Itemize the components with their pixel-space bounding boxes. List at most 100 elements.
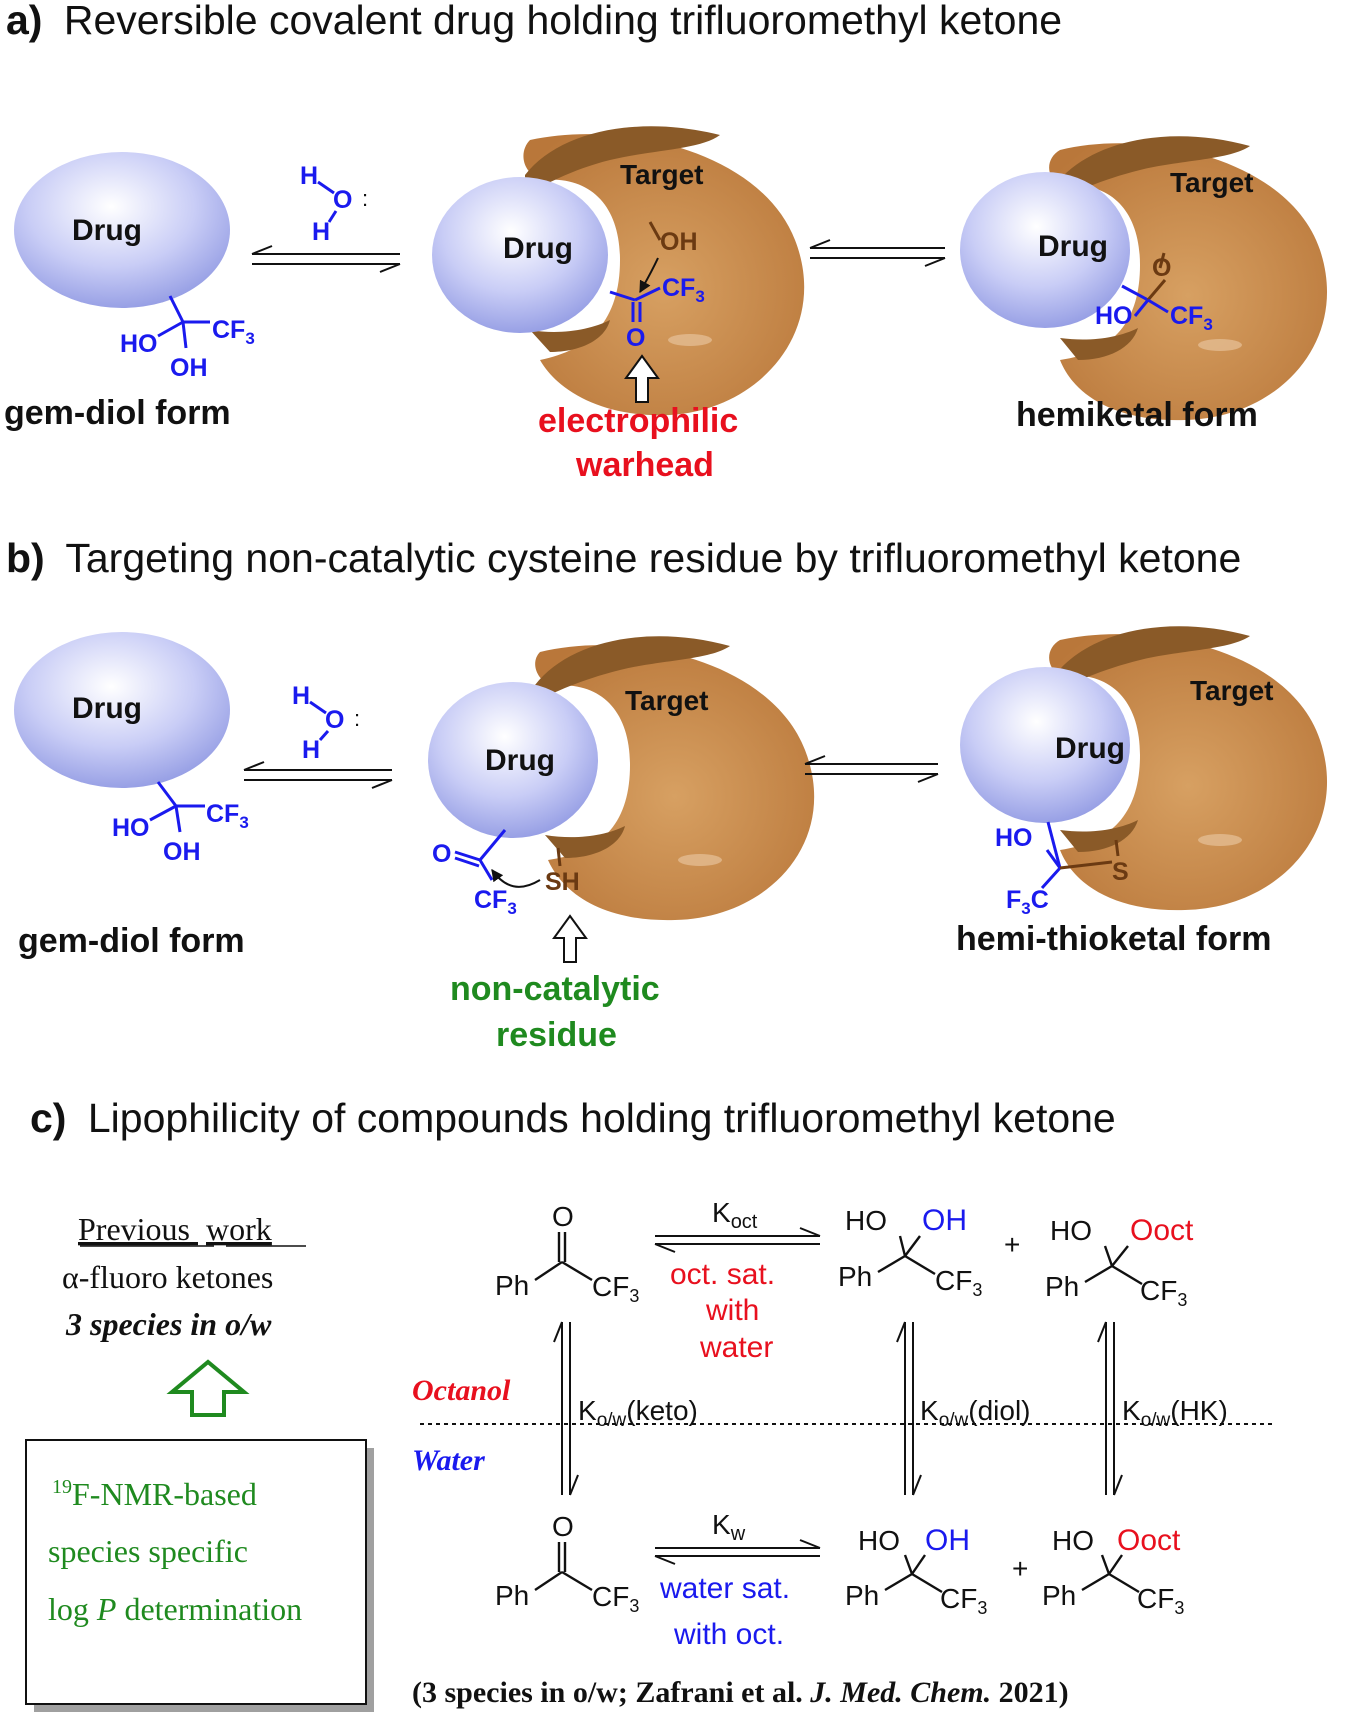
target-complex-a3 [1049,136,1328,421]
drug-ellipse [14,152,230,308]
panel-b-letter: b) [6,535,45,581]
drug-label-a2: Drug [503,232,573,265]
target-complex-a [523,126,805,416]
ketone-cysteine-structure: O CF3 SH [432,829,580,918]
plus-water: + [1012,1553,1028,1584]
svg-text:HO: HO [1050,1215,1092,1246]
previous-work-label: Previous work [78,1211,272,1247]
svg-text:Ph: Ph [838,1261,872,1292]
k-w-arrows [654,1539,821,1565]
svg-text:Ph: Ph [495,1580,529,1611]
svg-text:O: O [325,706,344,734]
svg-text:OH: OH [660,228,698,256]
k-w-label: Kw [712,1509,746,1545]
svg-text:O: O [1152,254,1171,282]
hemiketal-structure: O HO CF3 [1095,252,1213,334]
oct-sat-1: oct. sat. [670,1258,775,1291]
target-complex-b3 [1049,626,1328,911]
svg-text::: : [362,186,368,211]
svg-text:OH: OH [163,838,201,866]
hollow-arrow-b [552,914,588,963]
drug-label-a3: Drug [1038,230,1108,263]
svg-text:HO: HO [845,1205,887,1236]
svg-text:CF3: CF3 [474,886,517,918]
svg-text:CF3: CF3 [206,800,249,832]
panel-b-title-text: Targeting non-catalytic cysteine residue… [65,535,1241,581]
drug-ellipse-a3 [960,172,1130,328]
k-ow-diol-arrows [896,1321,922,1496]
svg-text:CF3: CF3 [592,1271,639,1306]
keto-octanol: Ph O CF3 [495,1201,639,1306]
svg-text:CF3: CF3 [940,1583,987,1618]
svg-text:OH: OH [925,1524,970,1557]
svg-text:Ooct: Ooct [1130,1214,1194,1247]
svg-text:CF3: CF3 [935,1265,982,1300]
equilibrium-arrow-a2 [809,239,946,267]
method-line-3: log P determination [48,1591,302,1627]
method-line-2: species specific [48,1533,248,1569]
method-box [25,1439,367,1705]
water-molecule-a: H O H : [300,162,368,246]
residue-label-1: non-catalytic [450,970,660,1008]
drug-label-b2: Drug [485,744,555,777]
warhead-label-2: warhead [575,446,714,484]
panel-c-title: c) Lipophilicity of compounds holding tr… [30,1095,1116,1141]
equilibrium-arrow-a1 [251,245,401,273]
diol-octanol: HO OH Ph CF3 [838,1204,982,1300]
k-ow-hk-arrows [1097,1321,1123,1496]
panel-a-letter: a) [6,0,42,43]
gem-diol-structure-b: CF3 HO OH [112,781,249,866]
k-ow-keto-label: Ko/w(keto) [578,1395,698,1431]
residue-label-2: residue [496,1016,617,1054]
hollow-arrow-a [624,354,660,403]
svg-text:CF3: CF3 [592,1581,639,1616]
svg-text:H: H [292,682,310,710]
svg-text:H: H [300,162,318,190]
drug-ellipse-b2 [428,682,598,838]
svg-text:HO: HO [1052,1525,1094,1556]
hk-octanol: HO Ooct Ph CF3 [1045,1214,1194,1310]
drug-ellipse-b1 [14,632,230,788]
water-sat-1: water sat. [659,1572,790,1605]
svg-text:SH: SH [545,868,580,896]
svg-text:F3C: F3C [1006,886,1049,918]
svg-text:CF3: CF3 [1137,1583,1184,1618]
drug-label-b3: Drug [1055,732,1125,765]
svg-text:O: O [552,1511,574,1542]
reference-line: (3 species in o/w; Zafrani et al. J. Med… [412,1676,1069,1709]
svg-text:HO: HO [995,824,1033,852]
svg-text:Ph: Ph [1042,1580,1076,1611]
target-label-a2: Target [620,159,704,190]
k-oct-arrows [654,1227,821,1253]
keto-water: Ph O CF3 [495,1511,639,1616]
up-arrow-green [166,1359,250,1417]
svg-text:CF3: CF3 [662,274,705,306]
svg-text:HO: HO [120,330,158,358]
svg-text:H: H [302,736,320,764]
svg-text::: : [354,706,360,731]
hk-water: HO Ooct Ph CF3 [1042,1524,1184,1618]
drug-ellipse-a2 [432,177,608,333]
svg-text:O: O [432,840,451,868]
svg-text:HO: HO [1095,302,1133,330]
svg-text:O: O [333,186,352,214]
drug-ellipse-b3 [960,667,1130,823]
gem-diol-label-a: gem-diol form [4,394,231,432]
k-oct-label: Koct [712,1197,758,1233]
panel-a-title: a) Reversible covalent drug holding trif… [6,0,1062,43]
method-line-1: 19F-NMR-based [52,1476,257,1512]
k-ow-diol-label: Ko/w(diol) [920,1395,1031,1431]
water-molecule-b: H O H : [292,682,360,764]
target-label-b3: Target [1190,675,1274,706]
svg-text:O: O [626,324,645,352]
drug-label: Drug [72,214,142,247]
drug-label-b1: Drug [72,692,142,725]
diol-water: HO OH Ph CF3 [845,1524,987,1618]
oct-sat-2: with [705,1294,759,1327]
gem-diol-label-b: gem-diol form [18,922,245,960]
hemithioketal-structure: S HO F3C [995,821,1129,918]
panel-c-title-text: Lipophilicity of compounds holding trifl… [88,1095,1116,1141]
target-complex-b2 [535,636,815,921]
svg-text:Ooct: Ooct [1117,1524,1181,1557]
